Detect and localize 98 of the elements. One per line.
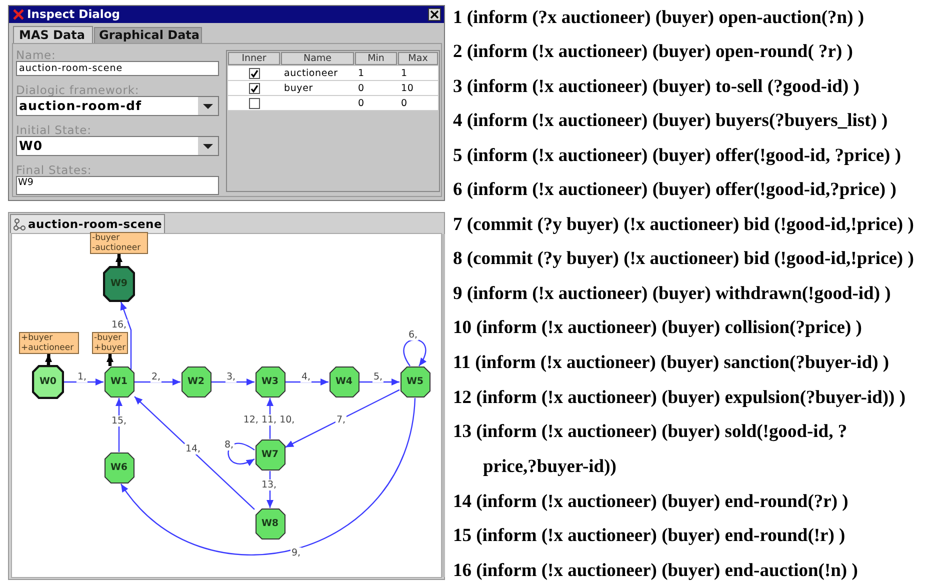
transition-arrow: [228, 442, 255, 466]
note-text: -buyer: [93, 333, 123, 343]
message-text: 10 (inform (!x auctioneer) (buyer) collision(?price) ): [453, 318, 862, 338]
message-text: 9 (inform (!x auctioneer) (buyer) withdrawn(!good-id) ): [453, 284, 891, 304]
message-text: 2 (inform (!x auctioneer) (buyer) open-round( ?r) ): [453, 42, 853, 62]
edge-label: 7,: [335, 414, 347, 426]
note-box: [90, 232, 148, 254]
state-octagon: [254, 439, 286, 471]
column-header: Max: [398, 52, 438, 65]
transition-arrow: [285, 389, 400, 448]
connector-line: [45, 354, 52, 366]
note-box: [92, 332, 128, 354]
state-label: W8: [260, 517, 280, 531]
message-text: 5 (inform (!x auctioneer) (buyer) offer(!good-id, ?price) ): [453, 146, 901, 166]
field-label: Final States:: [16, 163, 92, 177]
text-field: auction-room-scene: [16, 61, 219, 76]
edge-label: 4,: [300, 372, 312, 382]
edge-label: 6,: [407, 330, 419, 340]
note-text: -buyer: [91, 233, 121, 243]
note-text: +auctioneer: [20, 343, 75, 353]
connector-line: [106, 354, 114, 366]
state-label: W4: [334, 375, 354, 389]
tab: Graphical Data: [94, 27, 202, 43]
message-text: 16 (inform (!x auctioneer) (buyer) end-auction(!n) ): [453, 561, 858, 581]
edge-label: 8,: [223, 440, 235, 450]
field-label: Initial State:: [16, 123, 92, 137]
message-text: 11 (inform (!x auctioneer) (buyer) sanction(?buyer-id) ): [453, 353, 890, 373]
transition-arrow: [134, 378, 180, 386]
message-text: 1 (inform (?x auctioneer) (buyer) open-auction(?n) ): [453, 8, 864, 28]
state-octagon: [254, 508, 286, 540]
edge-label: 5,: [372, 372, 384, 382]
note-box: [19, 332, 79, 354]
transition-arrow: [134, 396, 255, 510]
edge-label: 2,: [150, 372, 162, 382]
dropdown: auction-room-df: [16, 96, 219, 116]
message-text: 15 (inform (!x auctioneer) (buyer) end-round(!r) ): [453, 526, 846, 546]
state-octagon: [104, 452, 134, 484]
state-label: W7: [260, 448, 280, 462]
table-cell-text: 0: [401, 97, 408, 110]
message-text: 4 (inform (!x auctioneer) (buyer) buyers(?buyers_list) ): [453, 111, 888, 131]
table-cell-text: 10: [401, 82, 414, 95]
table-cell-text: 1: [358, 67, 364, 80]
edge-label: 15,: [110, 416, 128, 426]
transition-arrow: [120, 302, 132, 370]
connector-line: [116, 254, 122, 266]
state-octagon: [254, 366, 286, 398]
column-header: Inner: [228, 52, 280, 65]
transition-arrow: [360, 378, 400, 386]
note-text: +buyer: [93, 343, 127, 353]
message-text: 3 (inform (!x auctioneer) (buyer) to-sell (?good-id) ): [453, 77, 860, 97]
state-label: W6: [109, 461, 129, 475]
edge-label: 3,: [225, 372, 237, 382]
state-octagon: [400, 366, 430, 398]
table-cell-text: 0: [358, 97, 364, 110]
tab: MAS Data: [13, 26, 93, 43]
message-text: 8 (commit (?y buyer) (!x auctioneer) bid (!good-id,!price) ): [453, 249, 914, 269]
state-octagon: [104, 366, 134, 398]
state-label: W1: [109, 375, 129, 389]
state-label: W9: [109, 277, 129, 291]
column-header: Name: [281, 52, 354, 65]
message-text: 13 (inform (!x auctioneer) (buyer) sold(!good-id, ?price,?buyer-id)): [453, 421, 848, 479]
state-octagon: [328, 366, 360, 398]
message-text: 7 (commit (?y buyer) (!x auctioneer) bid (!good-id,!price) ): [453, 215, 914, 235]
edge-label: 16,: [110, 320, 128, 330]
edge-label: 14,: [184, 444, 202, 454]
message-text: 14 (inform (!x auctioneer) (buyer) end-round(?r) ): [453, 492, 848, 512]
transition-arrow: [286, 378, 328, 386]
table-cell-text: 1: [401, 67, 408, 80]
field-label: Dialogic framework:: [16, 83, 140, 97]
state-label: W0: [38, 375, 58, 389]
transition-arrow: [64, 378, 104, 386]
table-cell-text: auctioneer: [284, 67, 338, 80]
dropdown: W0: [16, 136, 219, 156]
state-octagon: [180, 366, 212, 398]
message-text: 12 (inform (!x auctioneer) (buyer) expulsion(?buyer-id)) ): [453, 388, 906, 408]
transition-arrow: [403, 339, 426, 366]
tab: auction-room-scene: [10, 214, 165, 233]
edge-label: 1,: [76, 372, 88, 382]
transition-arrow: [116, 398, 122, 452]
column-header: Min: [355, 52, 397, 65]
state-octagon: [103, 266, 135, 302]
note-text: -auctioneer: [91, 243, 142, 253]
edge-label: 13,: [260, 480, 278, 490]
message-text: 6 (inform (!x auctioneer) (buyer) offer(!good-id,?price) ): [453, 180, 896, 200]
transition-arrow: [212, 378, 254, 386]
transition-arrow: [120, 398, 416, 556]
text-field: W9: [16, 176, 219, 195]
state-label: W3: [260, 375, 280, 389]
table-cell-text: 0: [358, 82, 364, 95]
field-label: Name:: [16, 48, 56, 62]
state-label: W5: [405, 375, 425, 389]
edge-label: 12, 11, 10,: [242, 414, 296, 426]
table-cell-text: buyer: [284, 82, 313, 95]
note-text: +buyer: [20, 333, 54, 343]
edge-label: 9,: [290, 548, 302, 558]
dialog-title: Inspect Dialog: [27, 7, 120, 22]
state-label: W2: [186, 375, 206, 389]
state-octagon: [32, 365, 64, 399]
